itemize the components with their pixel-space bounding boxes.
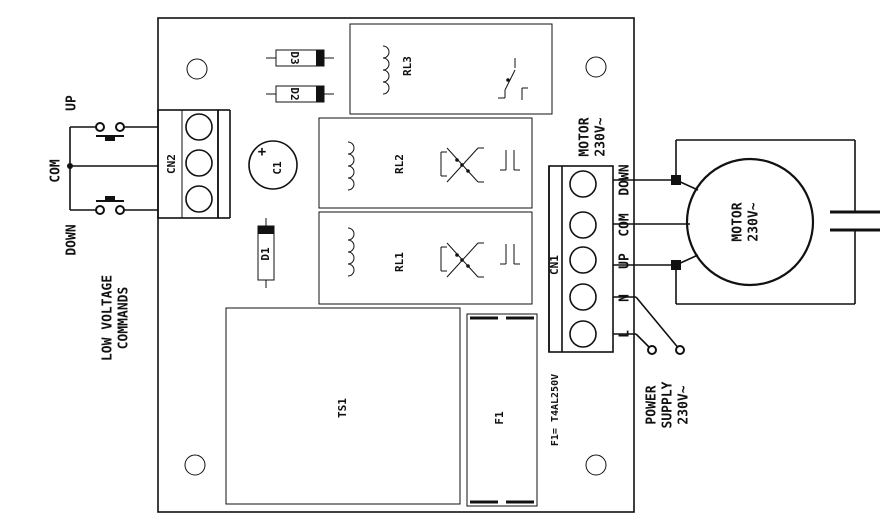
pushbutton-down-icon	[95, 196, 125, 215]
transformer-ts1: TS1	[225, 307, 461, 505]
capacitor-plus-sign: +	[258, 144, 266, 160]
cn1-pin-n: N	[618, 294, 633, 302]
relay-rl3: RL3	[349, 23, 553, 115]
motor-symbol: MOTOR 230V~	[685, 157, 815, 287]
diode-d1-label: D1	[259, 247, 272, 261]
cn1-pin-up: UP	[618, 253, 633, 269]
pushbutton-up-icon	[95, 122, 125, 141]
terminal-screw	[185, 149, 213, 177]
motor-header-line2: 230V~	[594, 117, 609, 156]
fuse-f1-label: F1	[493, 411, 506, 425]
command-com-label: COM	[49, 159, 64, 183]
diode-d3: D3	[266, 49, 334, 67]
commands-caption-line1: LOW VOLTAGE	[101, 275, 116, 361]
power-supply-wiring	[613, 296, 685, 355]
capacitor-c1-label: C1	[271, 161, 284, 175]
terminal-screw	[185, 113, 213, 141]
motor-header-line1: MOTOR	[578, 117, 593, 156]
power-supply-line3: 230V~	[677, 385, 692, 424]
terminal-screw	[569, 246, 597, 274]
relay-coil-icon	[347, 227, 355, 277]
motor-label-line1: MOTOR	[731, 202, 746, 241]
terminal-screw	[569, 211, 597, 239]
relay-contact-icon	[440, 147, 520, 183]
terminal-screw	[569, 283, 597, 311]
relay-rl2-label: RL2	[393, 154, 406, 174]
connector-cn1-label: CN1	[548, 255, 561, 275]
relay-coil-icon	[382, 45, 390, 95]
terminal-screw	[569, 170, 597, 198]
connector-cn2: CN2	[157, 109, 231, 219]
relay-contact-icon	[440, 242, 520, 278]
relay-rl2: RL2	[318, 117, 533, 209]
power-supply-line2: SUPPLY	[661, 381, 676, 428]
relay-coil-icon	[347, 141, 355, 191]
motor-wiring	[613, 139, 856, 305]
mounting-hole	[585, 454, 607, 476]
capacitor-c1: + C1	[248, 140, 298, 190]
terminal-screw	[185, 185, 213, 213]
diode-d2: D2	[266, 85, 334, 103]
diode-d3-label: D3	[288, 51, 301, 64]
commands-caption-line2: COMMANDS	[117, 287, 132, 350]
power-supply-line1: POWER	[645, 385, 660, 424]
fuse-f1: F1 F1= T4AL250V	[466, 313, 561, 507]
command-up-label: UP	[65, 95, 80, 111]
command-wiring	[67, 126, 158, 211]
terminal-screw	[569, 320, 597, 348]
relay-contact-icon	[498, 58, 528, 100]
mounting-hole	[585, 56, 607, 78]
mounting-hole	[186, 58, 208, 80]
transformer-ts1-label: TS1	[336, 398, 349, 418]
cn1-pin-com: COM	[618, 213, 633, 237]
terminal-dot-icon	[647, 345, 657, 355]
connector-cn1: CN1 DOWN COM UP N L	[548, 164, 633, 353]
motor-label-line2: 230V~	[747, 202, 762, 241]
relay-rl1-label: RL1	[393, 252, 406, 272]
command-down-label: DOWN	[65, 224, 80, 255]
terminal-dot-icon	[675, 345, 685, 355]
relay-rl3-label: RL3	[401, 56, 414, 76]
connector-cn2-label: CN2	[165, 154, 178, 174]
fuse-rating-label: F1= T4AL250V	[550, 374, 561, 446]
mounting-hole	[184, 454, 206, 476]
diode-d2-label: D2	[288, 87, 301, 100]
capacitor-icon	[830, 210, 880, 232]
relay-rl1: RL1	[318, 211, 533, 305]
diode-d1: D1	[257, 218, 275, 288]
